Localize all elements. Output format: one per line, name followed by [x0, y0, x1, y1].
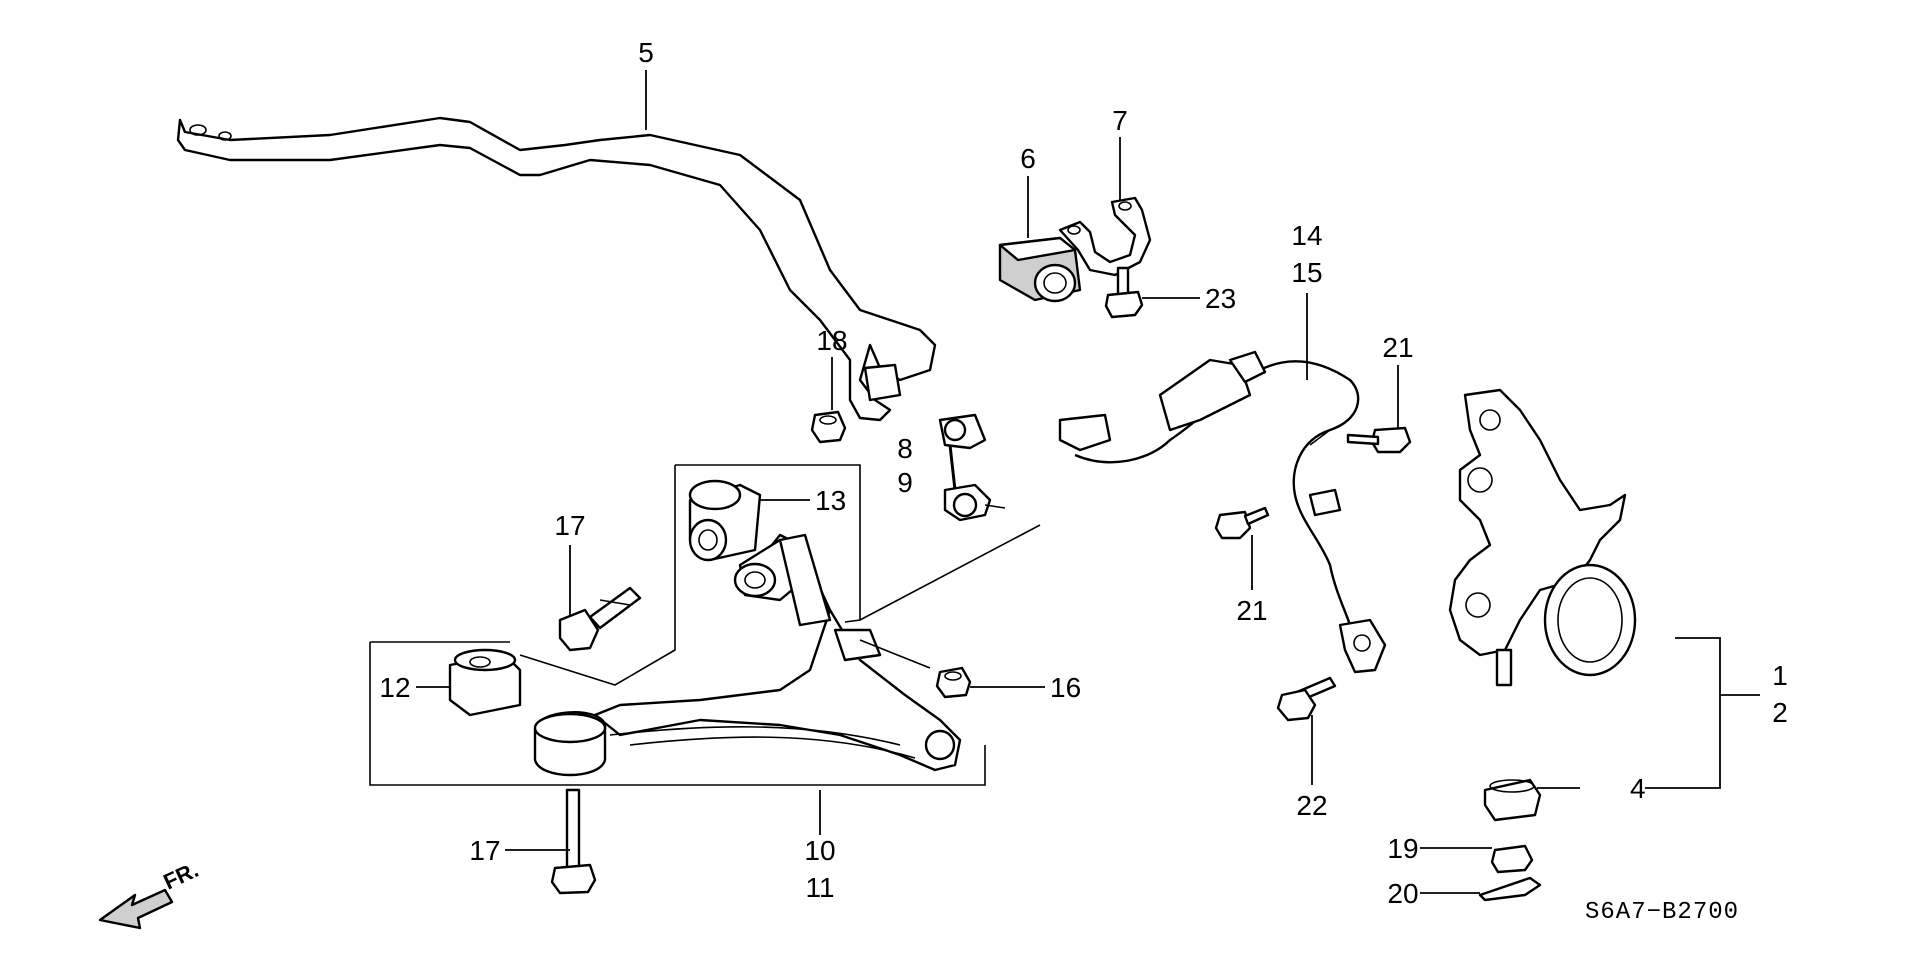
castle-nut-icon — [1490, 844, 1534, 874]
arm-rear-bushing-icon — [448, 648, 522, 717]
callout-6: 6 — [1020, 143, 1036, 174]
callout-23: 23 — [1205, 283, 1236, 314]
front-label: FR. — [160, 857, 203, 895]
abs-sensor-icon — [1058, 350, 1387, 674]
lock-pin-icon — [1478, 876, 1542, 902]
callout-8: 8 — [897, 433, 913, 464]
callout-7: 7 — [1112, 105, 1128, 136]
callout-10: 10 — [804, 835, 835, 866]
callout-2: 2 — [1772, 697, 1788, 728]
stabilizer-bushing-icon — [998, 236, 1082, 303]
compliance-bushing-icon — [688, 479, 762, 562]
flange-bolt-icon — [1214, 506, 1270, 540]
callout-18: 18 — [816, 325, 847, 356]
flange-bolt-icon — [1346, 426, 1412, 454]
diagram-code: S6A7−B2700 — [1585, 899, 1739, 926]
callout-11: 11 — [805, 872, 834, 903]
callout-20: 20 — [1387, 878, 1418, 909]
boot-icon — [1483, 778, 1542, 822]
callout-15: 15 — [1291, 257, 1322, 288]
callout-21-left: 21 — [1236, 595, 1267, 626]
stabilizer-link-icon — [938, 413, 1006, 522]
callout-21-right: 21 — [1382, 332, 1413, 363]
flange-bolt-icon — [1276, 676, 1337, 722]
arm-front-bushing-icon — [733, 533, 832, 627]
callout-14: 14 — [1291, 220, 1322, 251]
callout-16: 16 — [1050, 672, 1081, 703]
bushing-holder-icon — [1058, 196, 1152, 277]
lower-arm-icon — [533, 533, 962, 777]
callout-5: 5 — [638, 37, 654, 68]
callout-22: 22 — [1296, 790, 1327, 821]
assembly-lines — [369, 429, 1331, 786]
callout-17-upper: 17 — [554, 510, 585, 541]
leader-lines — [416, 70, 1760, 894]
flange-nut-icon — [810, 410, 847, 444]
callout-19: 19 — [1387, 833, 1418, 864]
flange-bolt-icon — [558, 586, 642, 652]
flange-bolt-icon — [550, 788, 597, 895]
callout-1: 1 — [1772, 660, 1788, 691]
stabilizer-bar-icon — [176, 116, 937, 422]
callout-9: 9 — [897, 467, 913, 498]
flange-bolt-icon — [1104, 266, 1144, 319]
callout-17-lower: 17 — [469, 835, 500, 866]
callout-13: 13 — [815, 485, 846, 516]
knuckle-icon — [1448, 388, 1637, 687]
front-arrow-icon: FR. — [98, 857, 203, 930]
callout-12: 12 — [379, 672, 410, 703]
flange-nut-icon — [935, 666, 972, 699]
callout-4: 4 — [1630, 773, 1646, 804]
